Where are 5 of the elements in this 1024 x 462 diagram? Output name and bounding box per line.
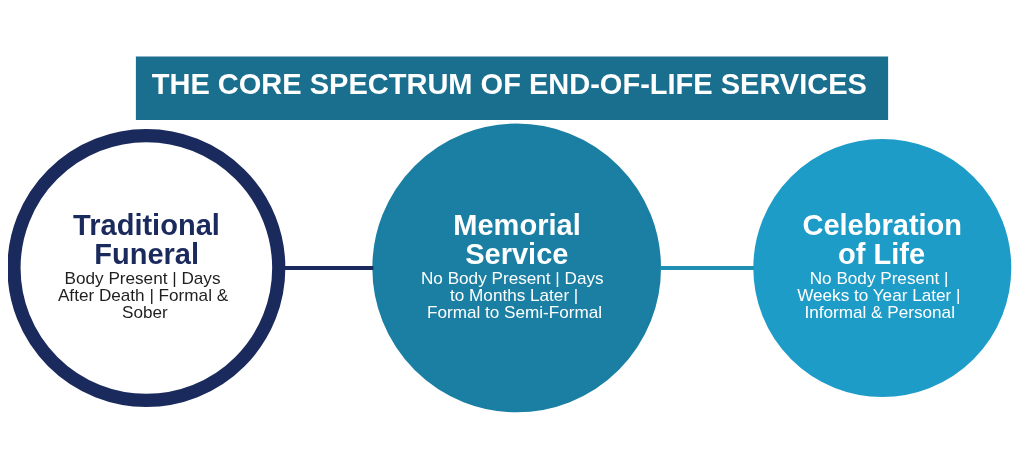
connector [659, 265, 754, 270]
diagram-title: THE CORE SPECTRUM OF END-OF-LIFE SERVICES [151, 68, 867, 101]
node-circle: Traditional Funeral Body Present | Days After Death | Formal & Sober [8, 128, 286, 407]
node-circle: Celebration of Life No Body Present | Weeks to Year Later | Informal & Personal [753, 138, 1012, 397]
node-circle: Memorial Service No Body Present | Days to Months Later | Formal to Semi-Formal [372, 123, 662, 413]
